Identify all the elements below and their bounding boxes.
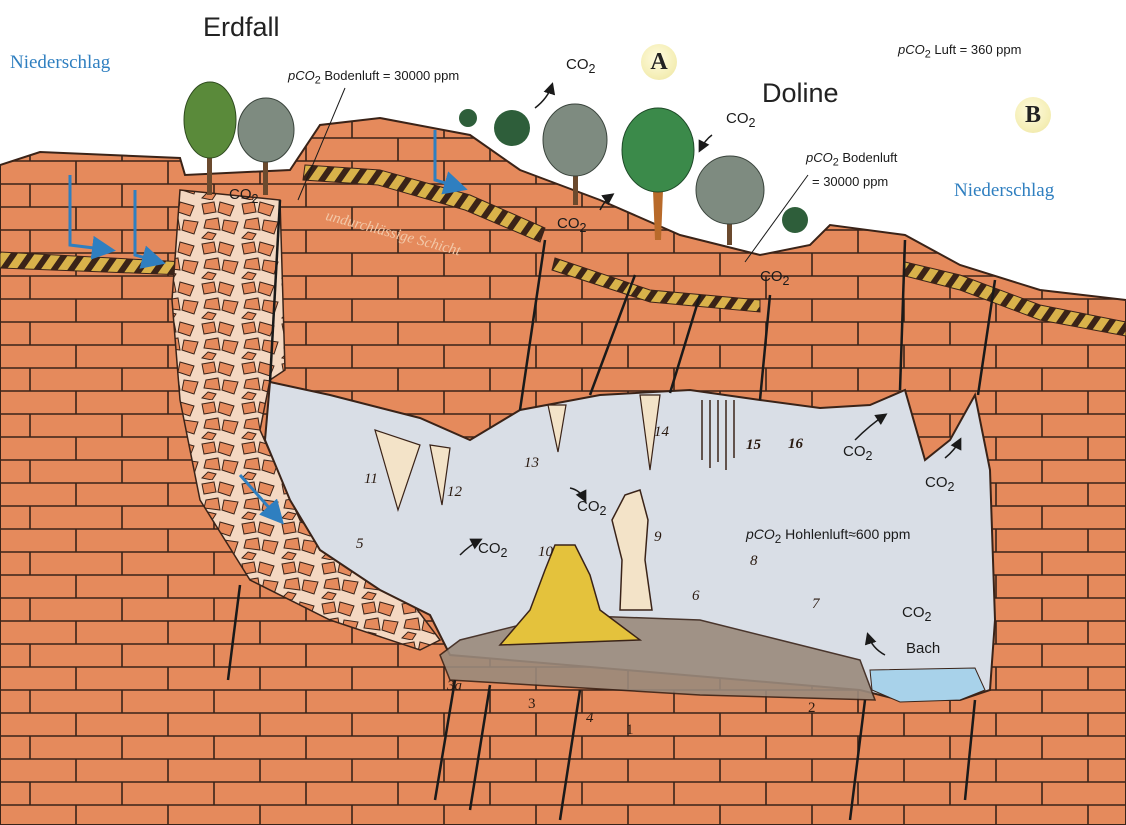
co2-sub: 2 [948, 480, 955, 494]
co2-sub: 2 [589, 62, 596, 76]
feature-16: 16 [788, 436, 803, 453]
co2-label: CO2 [843, 443, 872, 463]
pco2-prefix: pCO [898, 42, 925, 57]
feature-12: 12 [447, 484, 462, 501]
pco2-air-label: pCO2 Luft = 360 ppm [898, 42, 1021, 61]
pco2-rest: Hohlenluft≈600 ppm [781, 526, 910, 542]
pco2-rest: Luft = 360 ppm [931, 42, 1022, 57]
marker-b: B [1015, 97, 1051, 133]
co2-base: CO [843, 443, 866, 460]
pco2-rest: Bodenluft = 30000 ppm [321, 68, 459, 83]
co2-sub: 2 [783, 274, 790, 288]
co2-base: CO [566, 56, 589, 73]
co2-base: CO [229, 186, 252, 203]
pco2-soil-right-label: pCO2 Bodenluft [806, 150, 897, 169]
pco2-rest: Bodenluft [839, 150, 898, 165]
feature-8: 8 [750, 553, 758, 570]
stream-water [870, 668, 985, 702]
co2-label: CO2 [229, 186, 258, 206]
co2-label: CO2 [902, 604, 931, 624]
feature-4: 4 [586, 710, 594, 727]
co2-label: CO2 [478, 540, 507, 560]
feature-15: 15 [746, 437, 761, 454]
co2-sub: 2 [501, 546, 508, 560]
co2-base: CO [577, 498, 600, 515]
co2-base: CO [726, 110, 749, 127]
feature-13: 13 [524, 455, 539, 472]
pco2-prefix: pCO [746, 526, 775, 542]
feature-3a: 3a [447, 678, 462, 695]
co2-base: CO [925, 474, 948, 491]
feature-6: 6 [692, 588, 700, 605]
feature-10: 10 [538, 544, 553, 561]
co2-label: CO2 [760, 268, 789, 288]
pco2-prefix: pCO [806, 150, 833, 165]
feature-3: 3 [528, 696, 536, 713]
co2-sub: 2 [600, 504, 607, 518]
co2-label: CO2 [925, 474, 954, 494]
feature-7: 7 [812, 596, 820, 613]
co2-base: CO [557, 215, 580, 232]
feature-11: 11 [364, 471, 378, 488]
doline-title: Doline [762, 78, 839, 109]
co2-sub: 2 [925, 610, 932, 624]
pco2-prefix: pCO [288, 68, 315, 83]
feature-1: 1 [626, 722, 634, 739]
feature-5: 5 [356, 536, 364, 553]
co2-sub: 2 [866, 449, 873, 463]
pco2-soil-left-label: pCO2 Bodenluft = 30000 ppm [288, 68, 459, 87]
bach-label: Bach [906, 640, 940, 657]
co2-sub: 2 [580, 221, 587, 235]
pco2-soil-right-value: = 30000 ppm [812, 174, 888, 189]
co2-base: CO [478, 540, 501, 557]
pco2-cave-air-label: pCO2 Hohlenluft≈600 ppm [746, 526, 910, 546]
marker-a: A [641, 44, 677, 80]
feature-14: 14 [654, 424, 669, 441]
co2-label: CO2 [566, 56, 595, 76]
co2-sub: 2 [252, 192, 259, 206]
co2-label: CO2 [557, 215, 586, 235]
erdfall-title: Erdfall [203, 12, 280, 43]
niederschlag-left-label: Niederschlag [10, 52, 110, 74]
co2-label: CO2 [726, 110, 755, 130]
niederschlag-right-label: Niederschlag [954, 180, 1054, 202]
co2-base: CO [760, 268, 783, 285]
co2-base: CO [902, 604, 925, 621]
feature-9: 9 [654, 529, 662, 546]
feature-2: 2 [808, 700, 816, 717]
co2-label: CO2 [577, 498, 606, 518]
co2-sub: 2 [749, 116, 756, 130]
